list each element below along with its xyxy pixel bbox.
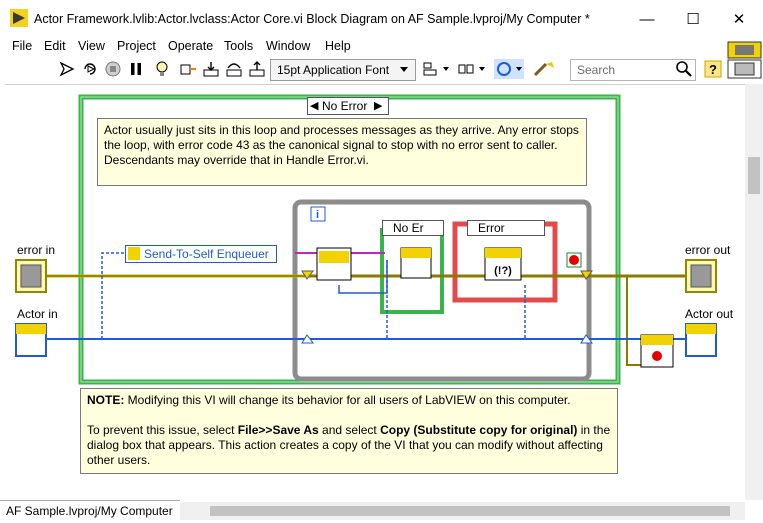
maximize-button[interactable]: ☐: [686, 11, 700, 28]
note-p2-b: File>>Save As: [237, 423, 319, 437]
enqueuer-indicator[interactable]: Send-To-Self Enqueuer: [125, 245, 277, 263]
menu-window[interactable]: Window: [266, 39, 311, 53]
error-out-label: error out: [685, 243, 731, 257]
font-select[interactable]: 15pt Application Font: [270, 59, 416, 81]
status-bar: [0, 500, 180, 523]
case-selector[interactable]: ◀ No Error ▶: [307, 97, 389, 115]
enqueuer-label: Send-To-Self Enqueuer: [144, 247, 269, 261]
actor-out-label: Actor out: [685, 307, 734, 321]
help-icon[interactable]: ?: [703, 59, 723, 79]
menu-tools[interactable]: Tools: [224, 39, 254, 53]
search-box[interactable]: Search: [570, 59, 696, 81]
note-p2-c: and select: [318, 423, 381, 437]
title-bar: Actor Framework.lvlib:Actor.lvclass:Acto…: [0, 0, 763, 38]
case-selector-inc[interactable]: ▶: [374, 100, 383, 112]
vi-icon-connector-pane[interactable]: [726, 40, 763, 80]
menu-edit[interactable]: Edit: [44, 39, 66, 53]
note-p2-a: To prevent this issue, select: [87, 423, 238, 437]
menu-bar: File Edit View Project Operate Tools Win…: [0, 38, 725, 56]
top-comment: Actor usually just sits in this loop and…: [97, 118, 587, 186]
step-into-icon[interactable]: [201, 59, 221, 79]
minimize-button[interactable]: —: [639, 11, 655, 28]
case-selector-dec[interactable]: ◀: [310, 100, 319, 112]
abort-icon[interactable]: [103, 59, 123, 79]
block-diagram-canvas[interactable]: (!?) ◀ No Error ▶ Actor usually just sit…: [5, 84, 745, 501]
note-comment: NOTE: Modifying this VI will change its …: [80, 388, 618, 474]
svg-text:?: ?: [709, 62, 717, 77]
vertical-scrollbar[interactable]: [745, 84, 763, 500]
diagram-graphics: (!?): [15, 94, 717, 385]
vertical-scroll-thumb[interactable]: [748, 157, 760, 194]
inner-case-1-label: No Er: [393, 221, 424, 235]
pause-icon[interactable]: [126, 59, 146, 79]
cleanup-diagram-icon[interactable]: [532, 59, 558, 79]
status-project-path: AF Sample.lvproj/My Computer: [6, 504, 173, 518]
step-over-icon[interactable]: [224, 59, 244, 79]
note-p2-d: Copy (Substitute copy for original): [380, 423, 578, 437]
reorder-icon[interactable]: [494, 59, 524, 79]
search-input[interactable]: Search: [577, 63, 616, 77]
labview-app-icon: [10, 9, 28, 27]
menu-help[interactable]: Help: [325, 39, 351, 53]
run-arrow-icon[interactable]: [57, 59, 77, 79]
chevron-down-icon: [400, 67, 408, 72]
iteration-terminal: i: [316, 209, 320, 221]
inner-case-selector-1[interactable]: No Er: [382, 220, 444, 236]
search-icon[interactable]: [674, 59, 694, 79]
menu-project[interactable]: Project: [117, 39, 156, 53]
menu-operate[interactable]: Operate: [168, 39, 214, 53]
toolbar: 15pt Application Font Search ?: [0, 57, 725, 83]
actor-in-label: Actor in: [17, 307, 58, 321]
note-bold: NOTE:: [87, 393, 125, 407]
inner-case-selector-2[interactable]: Error: [467, 220, 545, 236]
inner-case-2-label: Error: [478, 221, 505, 235]
horizontal-scroll-thumb[interactable]: [210, 506, 730, 516]
error-in-label: error in: [17, 243, 56, 257]
font-select-value: 15pt Application Font: [277, 63, 390, 77]
align-objects-icon[interactable]: [421, 59, 451, 79]
enqueuer-icon: [128, 247, 140, 260]
inner-loop-frame: [292, 199, 592, 382]
menu-file[interactable]: File: [12, 39, 33, 53]
retain-wire-values-icon[interactable]: [178, 59, 198, 79]
note-line1: Modifying this VI will change its behavi…: [124, 393, 571, 407]
distribute-objects-icon[interactable]: [457, 59, 487, 79]
highlight-execution-icon[interactable]: [152, 59, 172, 79]
case-selector-value: No Error: [322, 99, 368, 113]
menu-view[interactable]: View: [78, 39, 105, 53]
svg-text:(!?): (!?): [494, 265, 512, 277]
close-button[interactable]: ✕: [732, 11, 746, 28]
run-continuously-icon[interactable]: [80, 59, 100, 79]
window-title: Actor Framework.lvlib:Actor.lvclass:Acto…: [34, 12, 590, 26]
note-p2-e: in the dialog box that appears. This act…: [87, 423, 611, 467]
step-out-icon[interactable]: [247, 59, 267, 79]
